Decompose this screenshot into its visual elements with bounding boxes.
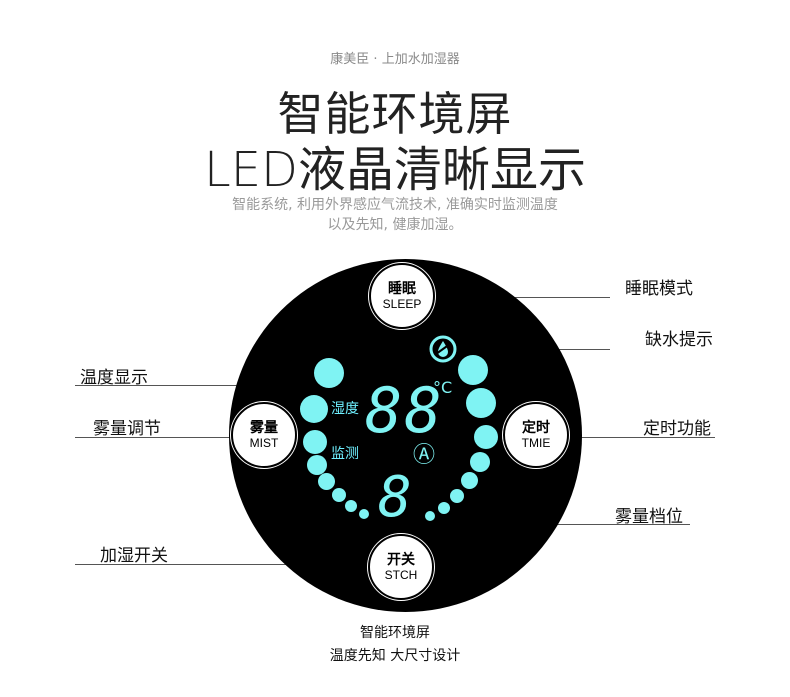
- timer-callout-line: [565, 437, 715, 438]
- sleep-button-en-label: SLEEP: [382, 296, 422, 311]
- callout-humidify-switch: 加湿开关: [100, 546, 168, 566]
- sleep-callout-line: [432, 297, 610, 298]
- indicator-dot: [345, 500, 357, 512]
- indicator-dot: [359, 509, 369, 519]
- switch-callout-line: [75, 564, 370, 565]
- temp-callout-line: [75, 385, 315, 386]
- indicator-dot: [438, 502, 450, 514]
- page-title-line2: LED液晶清晰显示: [203, 142, 587, 198]
- indicator-dot: [470, 452, 490, 472]
- mist-button[interactable]: 雾量 MIST: [231, 402, 297, 468]
- humidity-label: 湿度: [331, 401, 359, 417]
- indicator-dot: [303, 430, 327, 454]
- callout-mist-level: 雾量档位: [615, 507, 683, 527]
- callout-sleep-mode: 睡眠模式: [625, 279, 693, 299]
- auto-mode-indicator: Ⓐ: [413, 443, 436, 468]
- timer-button-en-label: TMIE: [521, 435, 551, 450]
- mist-button-cn-label: 雾量: [250, 419, 278, 436]
- brand-line: 康美臣 · 上加水加湿器: [330, 52, 460, 67]
- power-switch-button[interactable]: 开关 STCH: [368, 534, 434, 600]
- indicator-dot: [450, 489, 464, 503]
- timer-button[interactable]: 定时 TMIE: [503, 402, 569, 468]
- description-line1: 智能系统, 利用外界感应气流技术, 准确实时监测温度: [232, 197, 558, 213]
- switch-button-cn-label: 开关: [387, 551, 415, 568]
- water-drop-warning-icon: [428, 334, 458, 364]
- callout-mist-adjust: 雾量调节: [93, 419, 161, 439]
- sleep-button-cn-label: 睡眠: [388, 280, 416, 297]
- mist-level-digit: 8: [378, 465, 412, 530]
- indicator-dot: [466, 388, 496, 418]
- mist-button-en-label: MIST: [249, 435, 279, 450]
- page-title-line1: 智能环境屏: [277, 87, 513, 141]
- indicator-dot: [474, 425, 498, 449]
- monitor-label: 监测: [331, 446, 359, 462]
- switch-button-en-label: STCH: [384, 567, 418, 582]
- indicator-dot: [332, 488, 346, 502]
- timer-button-cn-label: 定时: [522, 419, 550, 436]
- callout-timer-function: 定时功能: [643, 419, 711, 439]
- footer-line2: 温度先知 大尺寸设计: [329, 648, 461, 664]
- indicator-dot: [458, 355, 488, 385]
- indicator-dot: [318, 473, 335, 490]
- footer-line1: 智能环境屏: [360, 625, 430, 641]
- description: 智能系统, 利用外界感应气流技术, 准确实时监测温度 以及先知, 健康加湿。: [0, 195, 790, 235]
- indicator-dot: [461, 472, 478, 489]
- callout-temp-display: 温度显示: [80, 368, 148, 388]
- indicator-dot: [425, 511, 435, 521]
- indicator-dot: [314, 358, 344, 388]
- sleep-button[interactable]: 睡眠 SLEEP: [369, 263, 435, 329]
- main-digit-display: 88: [365, 374, 444, 447]
- temperature-unit: °C: [433, 378, 453, 397]
- callout-water-shortage: 缺水提示: [645, 330, 713, 350]
- description-line2: 以及先知, 健康加湿。: [327, 217, 463, 233]
- mist-callout-line: [75, 437, 235, 438]
- indicator-dot: [307, 455, 327, 475]
- indicator-dot: [300, 395, 328, 423]
